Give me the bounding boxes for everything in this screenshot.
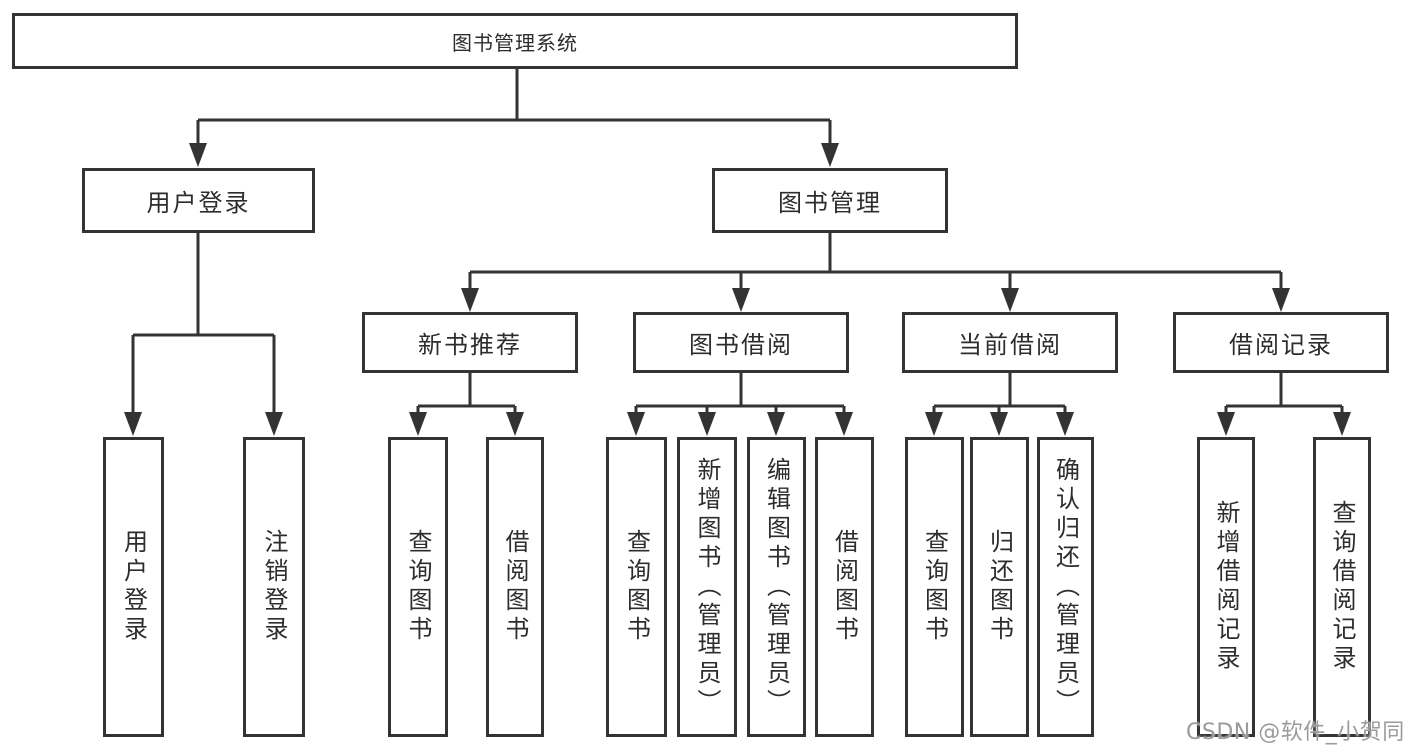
leaf-query-books-recommend: 查询图书 (388, 437, 448, 737)
connector-new-book-recommend-children (409, 371, 524, 436)
leaf-add-book-admin-label: 新增图书（管理员） (693, 456, 721, 718)
leaf-logout-label: 注销登录 (260, 529, 288, 645)
leaf-query-borrow-record: 查询借阅记录 (1313, 437, 1371, 737)
node-book-borrow: 图书借阅 (633, 312, 849, 373)
node-current-borrow-label: 当前借阅 (958, 331, 1062, 359)
leaf-return-books-label: 归还图书 (985, 529, 1014, 645)
connector-current-borrow-children (925, 371, 1074, 436)
leaf-confirm-return-admin: 确认归还（管理员） (1037, 437, 1094, 737)
node-borrow-records: 借阅记录 (1173, 312, 1389, 373)
leaf-edit-book-admin: 编辑图书（管理员） (747, 437, 806, 737)
leaf-query-borrow-record-label: 查询借阅记录 (1328, 500, 1356, 674)
leaf-borrow-books-borrow-label: 借阅图书 (830, 529, 859, 645)
node-book-management-label: 图书管理 (778, 189, 882, 217)
leaf-add-borrow-record-label: 新增借阅记录 (1212, 500, 1240, 674)
connector-book-borrow-children (627, 371, 853, 436)
node-book-borrow-label: 图书借阅 (689, 331, 793, 359)
node-user-login: 用户登录 (82, 168, 315, 233)
csdn-watermark: CSDN @软件_小贺同学 (1186, 720, 1405, 745)
node-new-book-recommend: 新书推荐 (362, 312, 578, 373)
leaf-query-books-recommend-label: 查询图书 (404, 529, 432, 645)
leaf-query-books-borrow: 查询图书 (606, 437, 667, 737)
leaf-borrow-books-recommend: 借阅图书 (486, 437, 544, 737)
leaf-borrow-books-borrow: 借阅图书 (815, 437, 874, 737)
connector-user-login-children (124, 231, 283, 436)
leaf-edit-book-admin-label: 编辑图书（管理员） (762, 456, 791, 718)
leaf-query-books-current: 查询图书 (905, 437, 964, 737)
node-new-book-recommend-label: 新书推荐 (418, 331, 522, 359)
leaf-borrow-books-recommend-label: 借阅图书 (501, 529, 529, 645)
node-book-management: 图书管理 (712, 168, 948, 233)
leaf-add-book-admin: 新增图书（管理员） (677, 437, 737, 737)
leaf-confirm-return-admin-label: 确认归还（管理员） (1051, 456, 1080, 718)
node-library-management-system: 图书管理系统 (12, 13, 1018, 69)
node-borrow-records-label: 借阅记录 (1229, 331, 1333, 359)
node-library-management-system-label: 图书管理系统 (452, 30, 578, 55)
leaf-query-books-borrow-label: 查询图书 (622, 529, 651, 645)
node-user-login-label: 用户登录 (146, 189, 251, 217)
connector-borrow-records-children (1217, 371, 1351, 436)
leaf-query-books-current-label: 查询图书 (920, 529, 949, 645)
leaf-add-borrow-record: 新增借阅记录 (1197, 437, 1255, 737)
connector-book-management-to-level3 (461, 231, 1290, 312)
node-current-borrow: 当前借阅 (902, 312, 1118, 373)
leaf-user-login: 用户登录 (103, 437, 164, 737)
leaf-logout: 注销登录 (243, 437, 305, 737)
leaf-user-login-label: 用户登录 (119, 529, 148, 645)
leaf-return-books: 归还图书 (970, 437, 1029, 737)
connector-root-to-level2 (189, 69, 839, 167)
